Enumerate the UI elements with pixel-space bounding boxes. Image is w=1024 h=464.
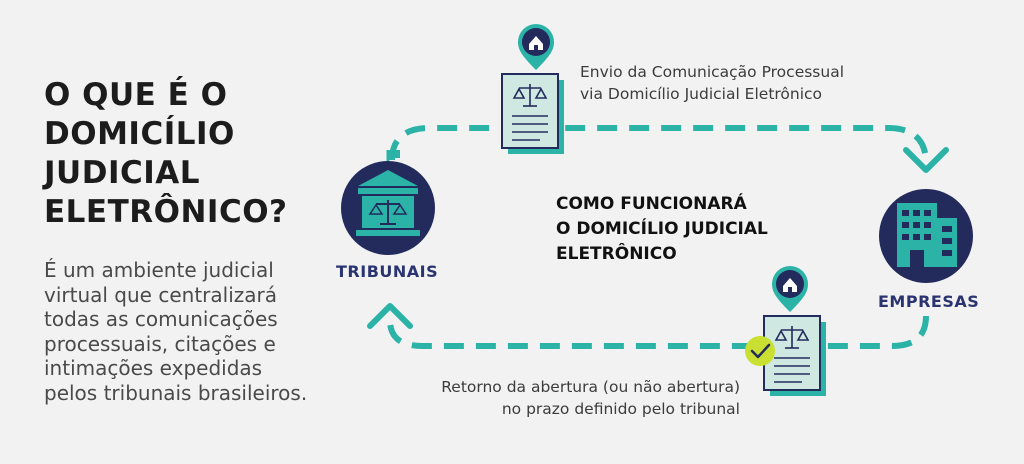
title-line: O QUE É O: [44, 77, 228, 113]
caption-line: via Domicílio Judicial Eletrônico: [580, 85, 823, 103]
location-pin-icon: [518, 24, 554, 70]
diagram-title: COMO FUNCIONARÁ O DOMICÍLIO JUDICIAL ELE…: [556, 192, 816, 267]
top-arrowhead-icon: [903, 147, 949, 173]
description-line: pelos tribunais brasileiros.: [44, 380, 308, 405]
document-icon: [763, 315, 826, 396]
title-line: ELETRÔNICO?: [44, 194, 288, 230]
description-line: todas as comunicações: [44, 307, 278, 331]
title-line: JUDICIAL: [44, 155, 201, 191]
page-title: O QUE É O DOMICÍLIO JUDICIAL ELETRÔNICO?: [44, 76, 304, 232]
diagram-title-line: ELETRÔNICO: [556, 244, 677, 264]
description-line: virtual que centralizará: [44, 282, 277, 307]
check-icon: [745, 336, 775, 366]
caption-line: Retorno da abertura (ou não abertura): [441, 378, 740, 396]
bottom-caption: Retorno da abertura (ou não abertura) no…: [380, 376, 740, 420]
diagram-title-line: COMO FUNCIONARÁ: [556, 194, 747, 214]
node-label-tribunais: TRIBUNAIS: [336, 262, 439, 281]
building-icon: [879, 189, 973, 283]
top-caption: Envio da Comunicação Processual via Domi…: [580, 61, 844, 105]
bottom-flow-arrow: [387, 315, 929, 349]
top-flow-arrow: [389, 125, 929, 161]
description-line: intimações expedidas: [44, 356, 263, 380]
node-label-empresas: EMPRESAS: [878, 292, 980, 311]
bottom-arrowhead-icon: [367, 303, 413, 329]
location-pin-icon: [772, 266, 808, 312]
courthouse-icon: [341, 150, 435, 255]
diagram-title-line: O DOMICÍLIO JUDICIAL: [556, 219, 768, 239]
document-icon: [501, 73, 564, 154]
description-line: processuais, citações e: [44, 331, 276, 356]
caption-line: no prazo definido pelo tribunal: [501, 400, 740, 418]
description: É um ambiente judicial virtual que centr…: [44, 258, 334, 405]
description-line: É um ambiente judicial: [44, 258, 274, 282]
caption-line: Envio da Comunicação Processual: [580, 63, 845, 81]
title-line: DOMICÍLIO: [44, 116, 235, 152]
